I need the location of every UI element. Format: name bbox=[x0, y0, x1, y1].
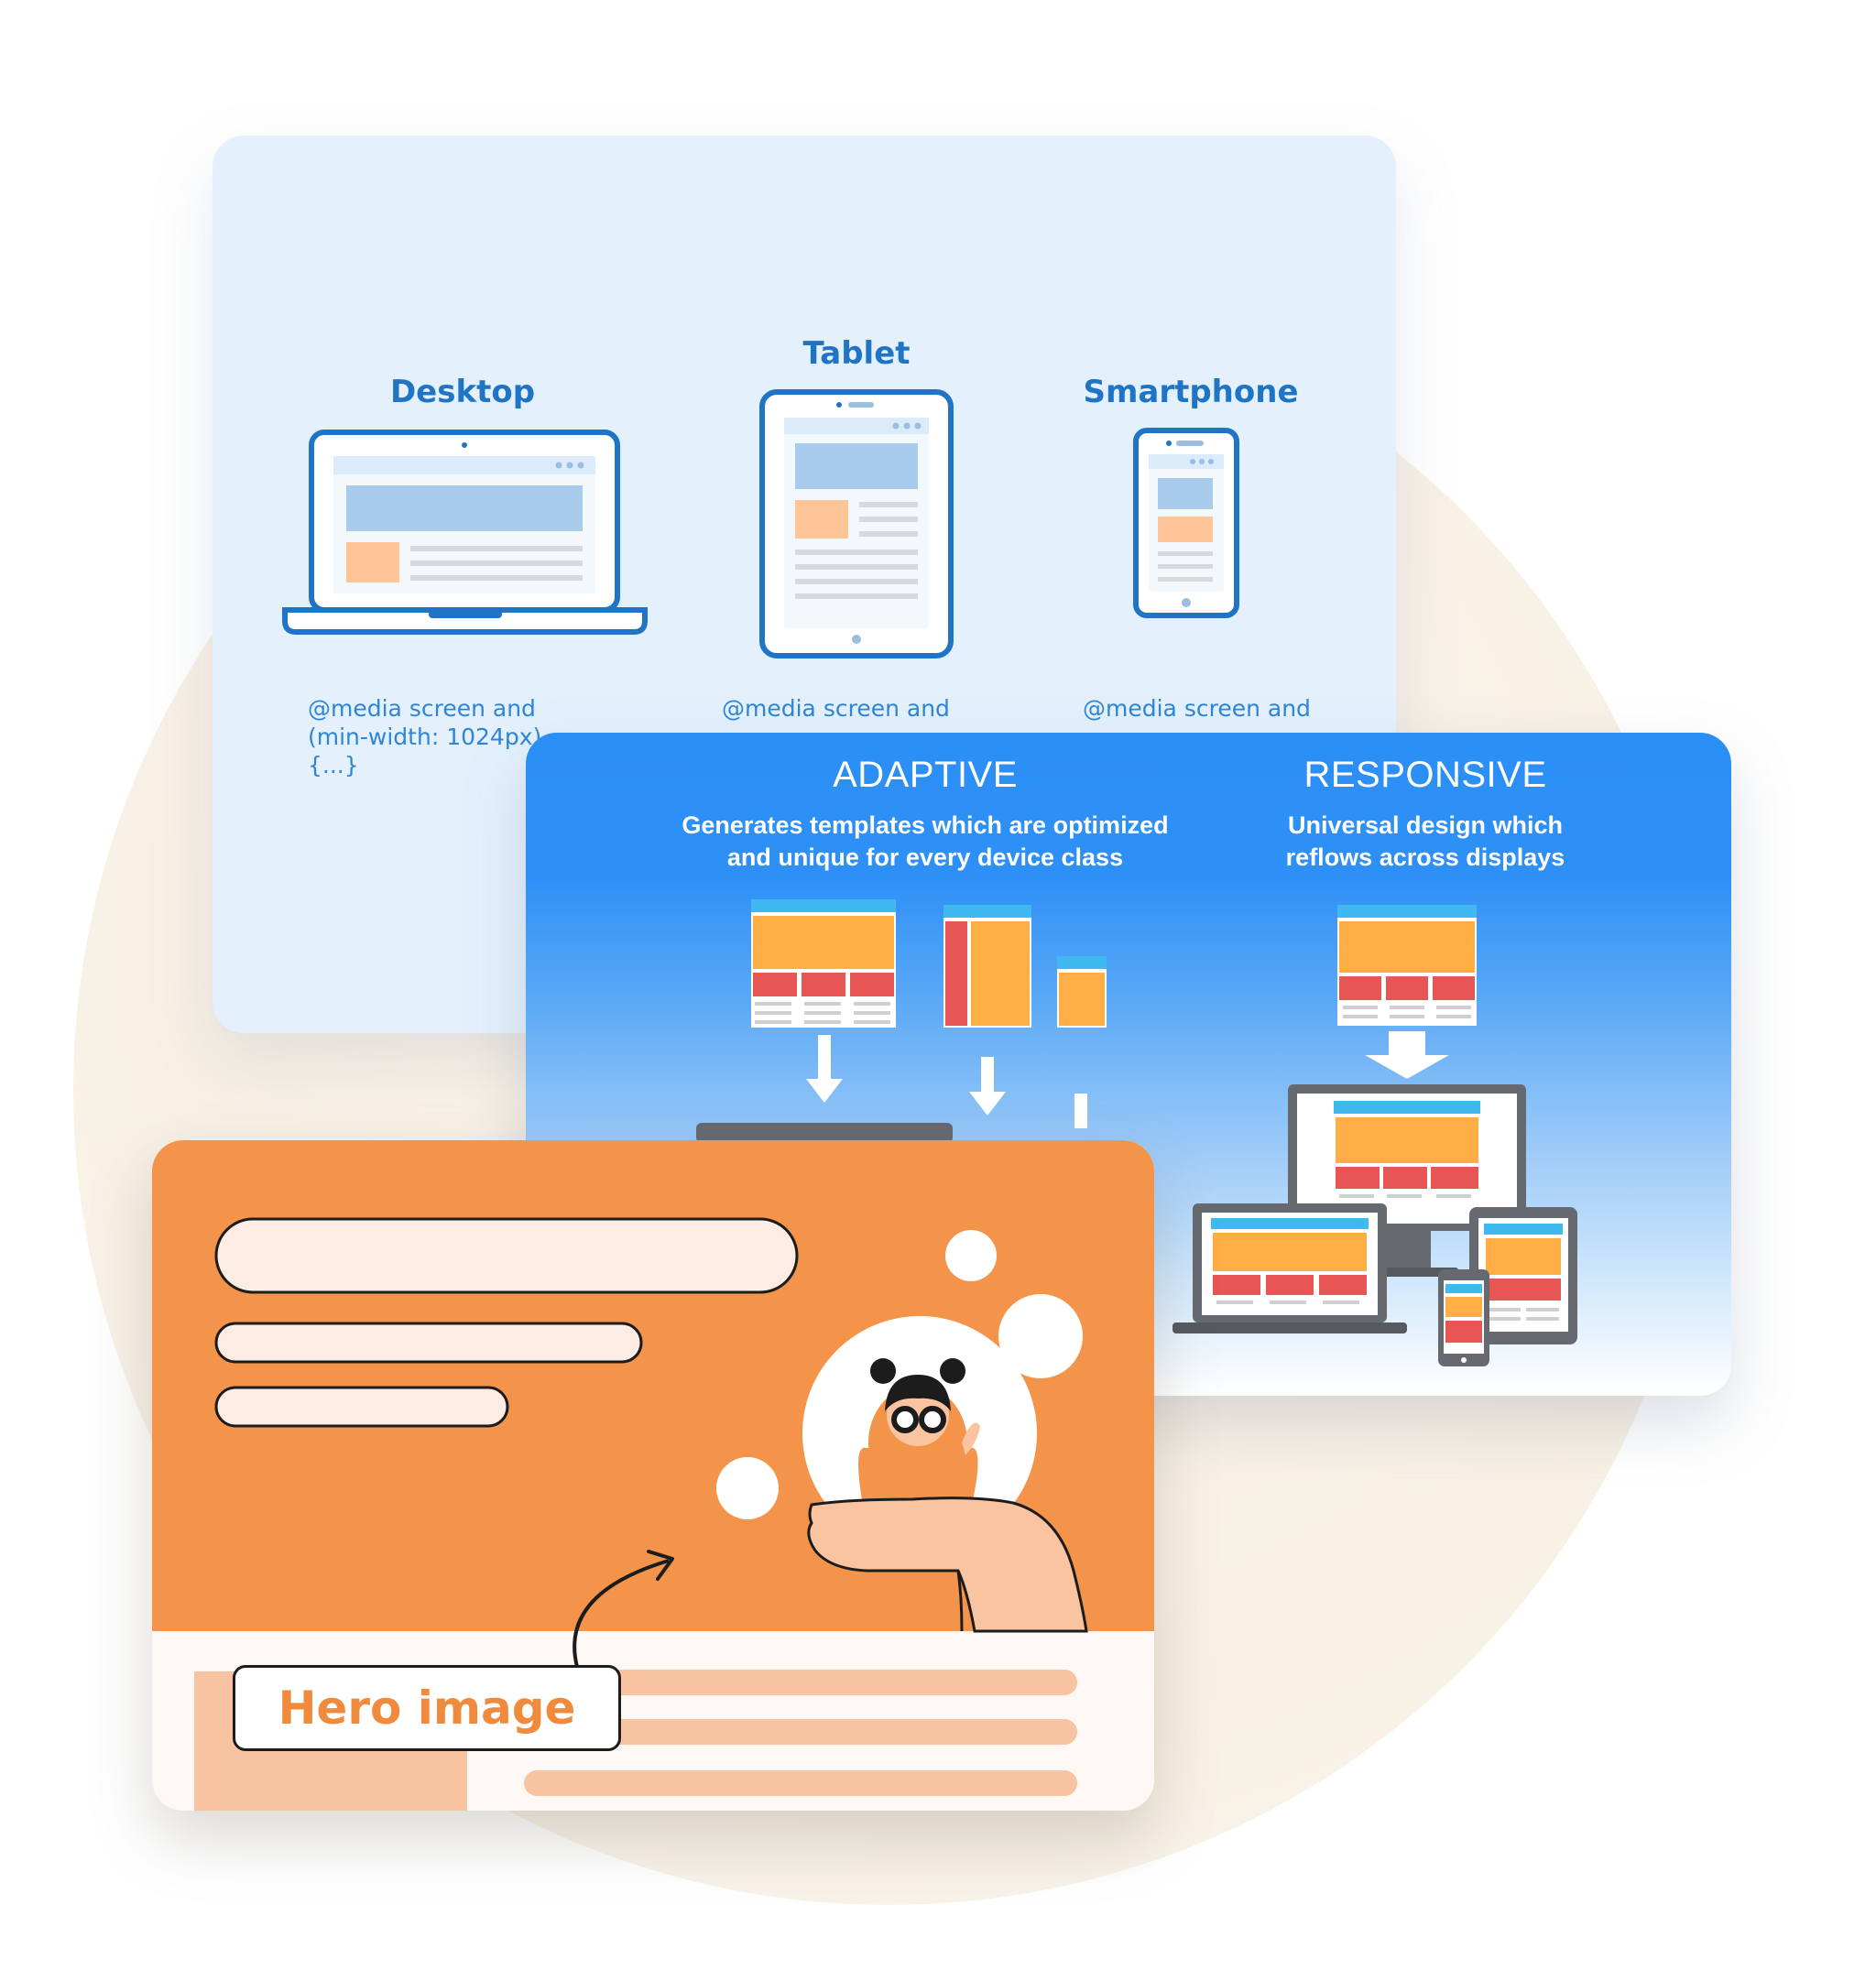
hero-image-label: Hero image bbox=[233, 1665, 621, 1751]
pointer-arrow-icon bbox=[573, 1550, 674, 1668]
smartphone-icon bbox=[1133, 428, 1239, 618]
adaptive-device-edge bbox=[696, 1123, 953, 1143]
responsive-title: RESPONSIVE bbox=[1303, 755, 1547, 795]
desktop-title: Desktop bbox=[389, 374, 536, 410]
responsive-subtitle: Universal design which reflows across di… bbox=[1285, 811, 1565, 871]
hero-image-label-text: Hero image bbox=[278, 1682, 576, 1735]
adaptive-subtitle: Generates templates which are optimized … bbox=[682, 811, 1169, 871]
tablet-media-query: @media screen and bbox=[722, 695, 950, 722]
adaptive-title: ADAPTIVE bbox=[833, 755, 1018, 795]
tablet-icon bbox=[759, 389, 954, 658]
smartphone-media-query: @media screen and bbox=[1083, 695, 1311, 722]
desktop-media-query: @media screen and (min-width: 1024px) {.… bbox=[308, 695, 542, 778]
tablet-title: Tablet bbox=[802, 335, 911, 372]
responsive-devices-illustration bbox=[1172, 905, 1577, 1366]
laptop-icon bbox=[282, 430, 648, 635]
smartphone-title: Smartphone bbox=[1083, 374, 1299, 410]
adaptive-templates-illustration bbox=[751, 899, 1107, 1128]
